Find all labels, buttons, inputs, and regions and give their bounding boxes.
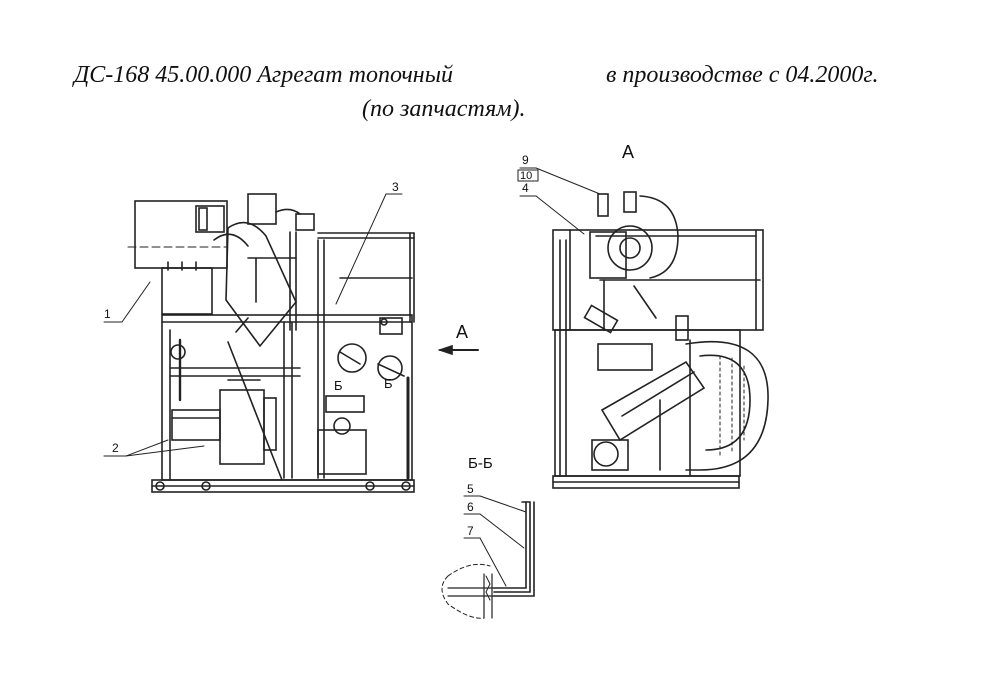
section-b-b [441,501,535,619]
callout-5: 5 [467,482,474,496]
callout-4: 4 [522,181,529,195]
callout-6: 6 [467,500,474,514]
callout-10: 10 [520,170,532,182]
callout-2: 2 [112,441,119,455]
callout-3: 3 [392,180,399,194]
section-label: Б-Б [468,455,493,472]
section-mark-1: Б [334,378,343,393]
side-view-a [552,191,769,489]
front-view [127,193,415,493]
production-date-note: в производстве с 04.2000г. [606,62,879,88]
fan-volute [685,340,769,471]
view-a-arrow [437,344,479,356]
burner-body [219,389,265,465]
motor [317,429,367,475]
drawing-title: ДС-168 45.00.000 Агрегат топочный [74,62,453,88]
callout-1: 1 [104,307,111,321]
section-mark-2: Б [384,376,393,391]
callout-7: 7 [467,524,474,538]
view-a-label: А [622,142,634,162]
main-frame [161,314,413,481]
callout-9: 9 [522,153,529,167]
drawing-subtitle: (по запчастям). [362,96,526,122]
arrow-a-label: А [456,322,468,342]
control-cabinet [134,200,228,269]
